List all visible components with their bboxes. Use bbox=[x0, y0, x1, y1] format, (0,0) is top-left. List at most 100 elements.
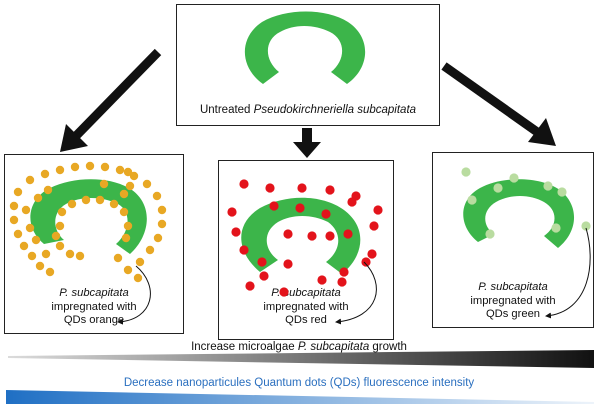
orange-qd-dot bbox=[95, 195, 105, 205]
orange-qd-dot bbox=[135, 257, 145, 267]
orange-panel-species: P. subcapitata bbox=[59, 287, 129, 299]
orange-qd-dot bbox=[33, 193, 43, 203]
red-qd-dot bbox=[369, 221, 379, 231]
red-qd-dot bbox=[269, 201, 279, 211]
orange-qd-dot bbox=[115, 165, 125, 175]
orange-qd-dot bbox=[9, 215, 19, 225]
red-qd-dot bbox=[325, 185, 335, 195]
red-panel-species: P. subcapitata bbox=[271, 287, 341, 299]
orange-qd-dot bbox=[9, 201, 19, 211]
red-qd-dot bbox=[367, 249, 377, 259]
orange-qd-dot bbox=[123, 265, 133, 275]
red-qd-dot bbox=[265, 183, 275, 193]
orange-qd-dot bbox=[75, 251, 85, 261]
orange-qd-dot bbox=[25, 223, 35, 233]
green-panel-line3: QDs green bbox=[485, 308, 541, 320]
orange-qd-dot bbox=[40, 169, 50, 179]
green-panel-algae-cell bbox=[463, 179, 575, 248]
orange-qd-dot bbox=[157, 205, 167, 215]
orange-qd-dot bbox=[31, 235, 41, 245]
orange-qd-dot bbox=[27, 251, 37, 261]
orange-qd-dot bbox=[65, 249, 75, 259]
orange-qd-dot bbox=[70, 162, 80, 172]
untreated-caption: Untreated Pseudokirchneriella subcapitat… bbox=[177, 103, 439, 117]
orange-qd-dot bbox=[43, 185, 53, 195]
red-qd-dot bbox=[259, 271, 269, 281]
red-qd-dot bbox=[257, 257, 267, 267]
red-qd-dot bbox=[361, 257, 371, 267]
red-qd-dot bbox=[239, 245, 249, 255]
orange-qd-dot bbox=[113, 253, 123, 263]
orange-qd-dot bbox=[153, 233, 163, 243]
fluorescence-label: Decrease nanoparticules Quantum dots (QD… bbox=[123, 377, 475, 389]
green-qd-dot bbox=[485, 229, 495, 239]
red-qd-dot bbox=[295, 203, 305, 213]
red-curved-arrow bbox=[335, 261, 377, 325]
red-qd-dot bbox=[231, 227, 241, 237]
red-qd-dot bbox=[283, 229, 293, 239]
orange-qd-dot bbox=[152, 191, 162, 201]
arrow-to-green bbox=[441, 62, 556, 146]
orange-qd-dot bbox=[145, 245, 155, 255]
orange-qd-dot bbox=[85, 161, 95, 171]
red-qd-dot bbox=[307, 231, 317, 241]
orange-qd-dot bbox=[55, 165, 65, 175]
orange-qd-dot bbox=[121, 233, 131, 243]
red-qd-dots bbox=[227, 179, 383, 297]
red-qd-dot bbox=[337, 277, 347, 287]
green-qd-dot bbox=[467, 195, 477, 205]
green-qd-dot bbox=[509, 173, 519, 183]
untreated-caption-prefix: Untreated bbox=[199, 104, 254, 116]
green-qd-dots bbox=[461, 167, 591, 239]
red-qd-dot bbox=[239, 179, 249, 189]
red-qd-dot bbox=[279, 287, 289, 297]
orange-panel-line3: QDs orange bbox=[63, 314, 125, 326]
orange-qd-dot bbox=[35, 261, 45, 271]
arrow-to-orange bbox=[60, 48, 162, 152]
red-qd-dot bbox=[297, 183, 307, 193]
red-qd-dot bbox=[347, 197, 357, 207]
orange-panel-line2: impregnated with bbox=[51, 300, 137, 313]
arrow-to-red bbox=[293, 128, 321, 158]
red-panel-label: P. subcapitata impregnated with QDs red bbox=[219, 287, 393, 328]
growth-label-suffix: growth bbox=[369, 341, 407, 353]
red-qd-dot bbox=[339, 267, 349, 277]
orange-qd-dot bbox=[13, 229, 23, 239]
orange-qd-dot bbox=[119, 207, 129, 217]
orange-qd-dot bbox=[81, 195, 91, 205]
orange-qd-dot bbox=[142, 179, 152, 189]
green-qd-dot bbox=[581, 221, 591, 231]
orange-qd-dot bbox=[45, 267, 55, 277]
orange-qd-dots bbox=[9, 161, 167, 283]
red-qd-dot bbox=[321, 209, 331, 219]
orange-qd-dot bbox=[13, 187, 23, 197]
orange-curved-arrow bbox=[117, 265, 151, 325]
green-panel-line2: impregnated with bbox=[470, 294, 556, 307]
untreated-caption-species: Pseudokirchneriella subcapitata bbox=[253, 104, 417, 116]
orange-qd-dot bbox=[123, 167, 133, 177]
red-qd-dot bbox=[343, 229, 353, 239]
orange-qd-dot bbox=[109, 199, 119, 209]
growth-label: Increase microalgae P. subcapitata growt… bbox=[0, 341, 598, 353]
growth-label-prefix: Increase microalgae bbox=[191, 341, 298, 353]
orange-qd-dot bbox=[55, 241, 65, 251]
orange-qd-dot bbox=[99, 179, 109, 189]
green-panel-label: P. subcapitata impregnated with QDs gree… bbox=[433, 281, 593, 322]
orange-qd-dot bbox=[67, 199, 77, 209]
orange-qd-dot bbox=[25, 175, 35, 185]
growth-gradient-bar bbox=[8, 350, 594, 368]
orange-qd-dot bbox=[21, 205, 31, 215]
green-qd-dot bbox=[543, 181, 553, 191]
orange-qd-dot bbox=[100, 162, 110, 172]
orange-qd-dot bbox=[133, 273, 143, 283]
red-qd-dot bbox=[245, 281, 255, 291]
green-qd-dot bbox=[557, 187, 567, 197]
growth-label-species: P. subcapitata bbox=[297, 341, 370, 353]
orange-qd-dot bbox=[41, 249, 51, 259]
orange-qd-dot bbox=[57, 207, 67, 217]
orange-qd-dot bbox=[19, 241, 29, 251]
orange-qd-dot bbox=[125, 181, 135, 191]
red-qd-dot bbox=[227, 207, 237, 217]
